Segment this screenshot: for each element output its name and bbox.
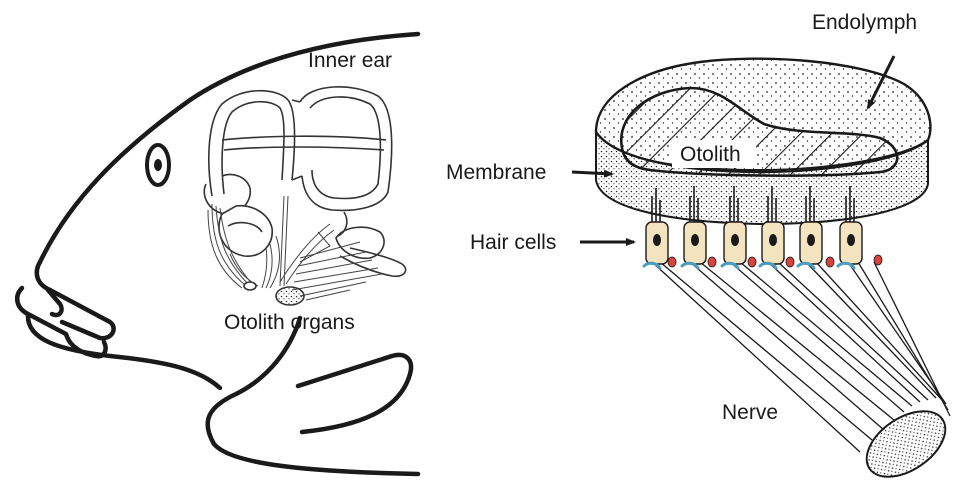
label-endolymph: Endolymph [812,12,917,33]
label-otolith: Otolith [680,144,741,165]
macula-dotted [276,287,304,305]
fish-throat-outline [28,314,220,388]
semicircular-canal-left [209,91,295,196]
membrane-arrow [572,172,612,174]
fish-pectoral-fin [298,355,411,432]
label-otolith-organs: Otolith organs [224,312,355,333]
fish-eye [147,145,169,185]
otolith-sac-left [219,206,272,256]
label-inner-ear: Inner ear [308,50,392,71]
label-membrane: Membrane [446,162,546,183]
semicircular-canal-horizontal [222,136,386,150]
inner-ear-illustration [204,87,405,305]
label-hair-cells: Hair cells [470,232,556,253]
label-nerve: Nerve [722,402,778,423]
fish-gill-cover [208,318,418,474]
